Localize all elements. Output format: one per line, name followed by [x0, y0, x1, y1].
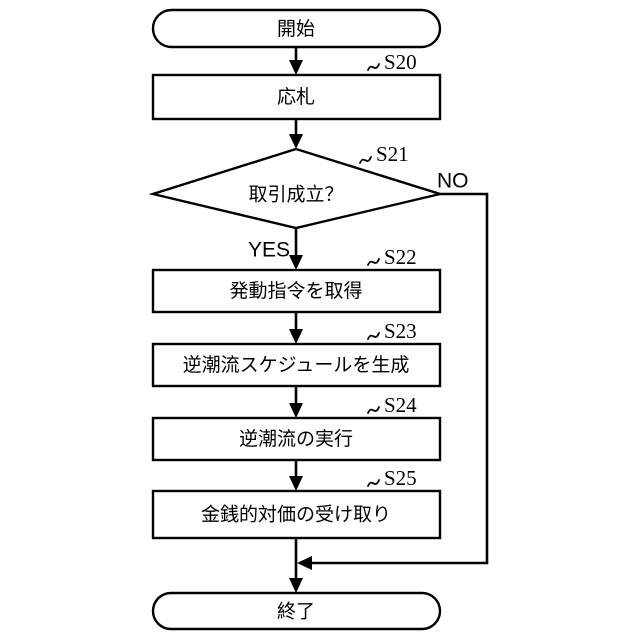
node-s25[interactable]: 金銭的対価の受け取り — [151, 489, 442, 540]
step-label-s25-text: S25 — [384, 466, 417, 490]
node-s24[interactable]: 逆潮流の実行 — [151, 416, 442, 462]
connector-s21-no-to-end — [297, 192, 489, 570]
node-s21[interactable]: 取引成立？ — [148, 147, 445, 230]
node-start-label: 開始 — [277, 18, 315, 40]
node-s21-label: 取引成立？ — [248, 184, 343, 206]
step-label-s23-text: S23 — [384, 319, 417, 343]
connector-s25-to-end — [289, 538, 303, 593]
connector-s22-to-s23 — [289, 312, 303, 344]
node-s25-label: 金銭的対価の受け取り — [201, 504, 391, 526]
step-label-s20: S20 — [367, 50, 417, 74]
branch-label-no: NO — [437, 170, 469, 193]
connector-s20-to-s21 — [289, 119, 303, 149]
step-label-s23: S23 — [367, 319, 417, 343]
step-label-s20-text: S20 — [384, 50, 417, 74]
node-s23-label: 逆潮流スケジュールを生成 — [183, 354, 410, 376]
node-s22-label: 発動指令を取得 — [229, 280, 362, 302]
node-s23[interactable]: 逆潮流スケジュールを生成 — [151, 342, 442, 388]
connector-s23-to-s24 — [289, 386, 303, 418]
step-label-s21: S21 — [359, 142, 409, 166]
connector-start-to-s20 — [289, 47, 303, 75]
connector-s24-to-s25 — [289, 460, 303, 491]
branch-label-yes: YES — [248, 239, 290, 262]
step-label-s22: S22 — [367, 245, 417, 269]
node-end-label: 終了 — [277, 601, 315, 623]
node-start[interactable]: 開始 — [151, 8, 442, 49]
step-label-s21-text: S21 — [376, 142, 409, 166]
step-label-s24-text: S24 — [384, 393, 417, 417]
step-label-s22-text: S22 — [384, 245, 417, 269]
connector-s21-yes-to-s22 — [289, 228, 303, 270]
node-end[interactable]: 終了 — [151, 591, 442, 631]
node-s20-label: 応札 — [277, 86, 315, 108]
node-s22[interactable]: 発動指令を取得 — [151, 268, 442, 314]
node-s24-label: 逆潮流の実行 — [239, 428, 353, 450]
step-label-s25: S25 — [367, 466, 417, 490]
node-s20[interactable]: 応札 — [151, 73, 442, 121]
step-label-s24: S24 — [367, 393, 417, 417]
